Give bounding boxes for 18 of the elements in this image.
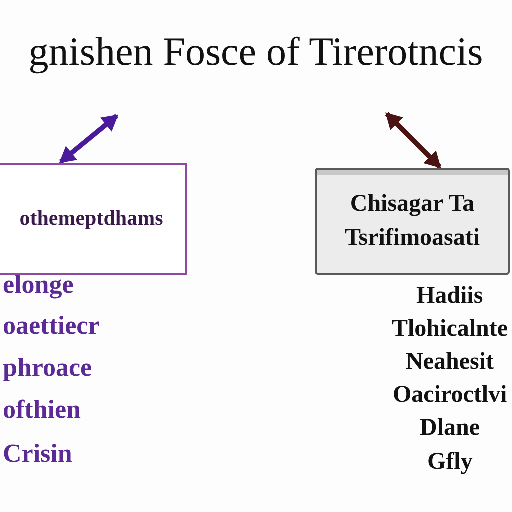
list-item: Oaciroctlvi <box>393 382 508 408</box>
list-item: Dlane <box>420 415 480 442</box>
list-item: phroace <box>3 354 92 383</box>
list-item: Hadiis <box>416 283 484 310</box>
list-item: Crisin <box>3 440 72 469</box>
list-item: ofthien <box>3 396 81 425</box>
list-item: oaettiecr <box>3 312 100 341</box>
double-arrow <box>385 112 442 169</box>
list-item: Neahesit <box>406 349 494 376</box>
list-item: elonge <box>3 271 74 300</box>
double-arrow <box>59 114 119 164</box>
title: gnishen Fosce of Tirerotncis <box>28 28 484 75</box>
box-text: Chisagar Ta Tsrifimoasati <box>344 190 482 252</box>
list-item: Gfly <box>428 449 473 476</box>
text-box <box>0 163 187 275</box>
box-text: othemeptdhams <box>20 205 164 232</box>
text-box <box>315 168 510 275</box>
list-item: Tlohicalnte <box>392 316 508 342</box>
